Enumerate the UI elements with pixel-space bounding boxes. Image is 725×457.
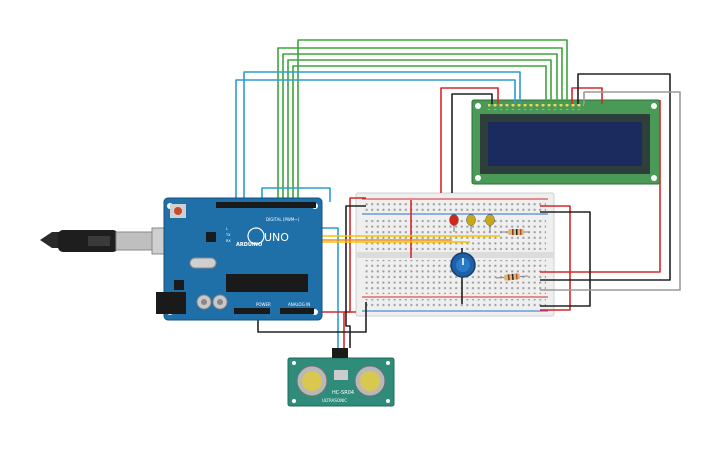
sensor-line1: ULTRASONIC [322, 398, 347, 403]
analog-label: ANALOG IN [288, 302, 310, 307]
wires [235, 39, 681, 348]
ultrasonic-sensor[interactable]: HC-SR04 ULTRASONIC [287, 348, 395, 407]
potentiometer[interactable] [450, 252, 476, 278]
resistor[interactable] [500, 229, 530, 235]
led[interactable] [466, 214, 476, 233]
led[interactable] [485, 214, 495, 233]
arduino-board[interactable]: UNO ARDUINO DIGITAL (PWM~) POWER ANALOG … [156, 197, 323, 321]
digital-label: DIGITAL (PWM~) [266, 217, 300, 222]
sensor-model: HC-SR04 [332, 390, 354, 396]
resistor[interactable] [495, 273, 529, 281]
lcd-module [471, 99, 661, 185]
l-label: L [226, 227, 228, 231]
usb-cable[interactable] [40, 227, 165, 255]
led[interactable] [449, 214, 459, 233]
board-brand: ARDUINO [236, 242, 262, 248]
leds [449, 214, 495, 233]
breadboard [355, 192, 555, 317]
board-model: UNO [264, 231, 289, 244]
reset-button [174, 207, 182, 215]
lcd-screen [488, 122, 642, 166]
power-label: POWER [256, 302, 271, 307]
tx-label: TX [225, 233, 231, 237]
rx-label: RX [226, 239, 231, 243]
